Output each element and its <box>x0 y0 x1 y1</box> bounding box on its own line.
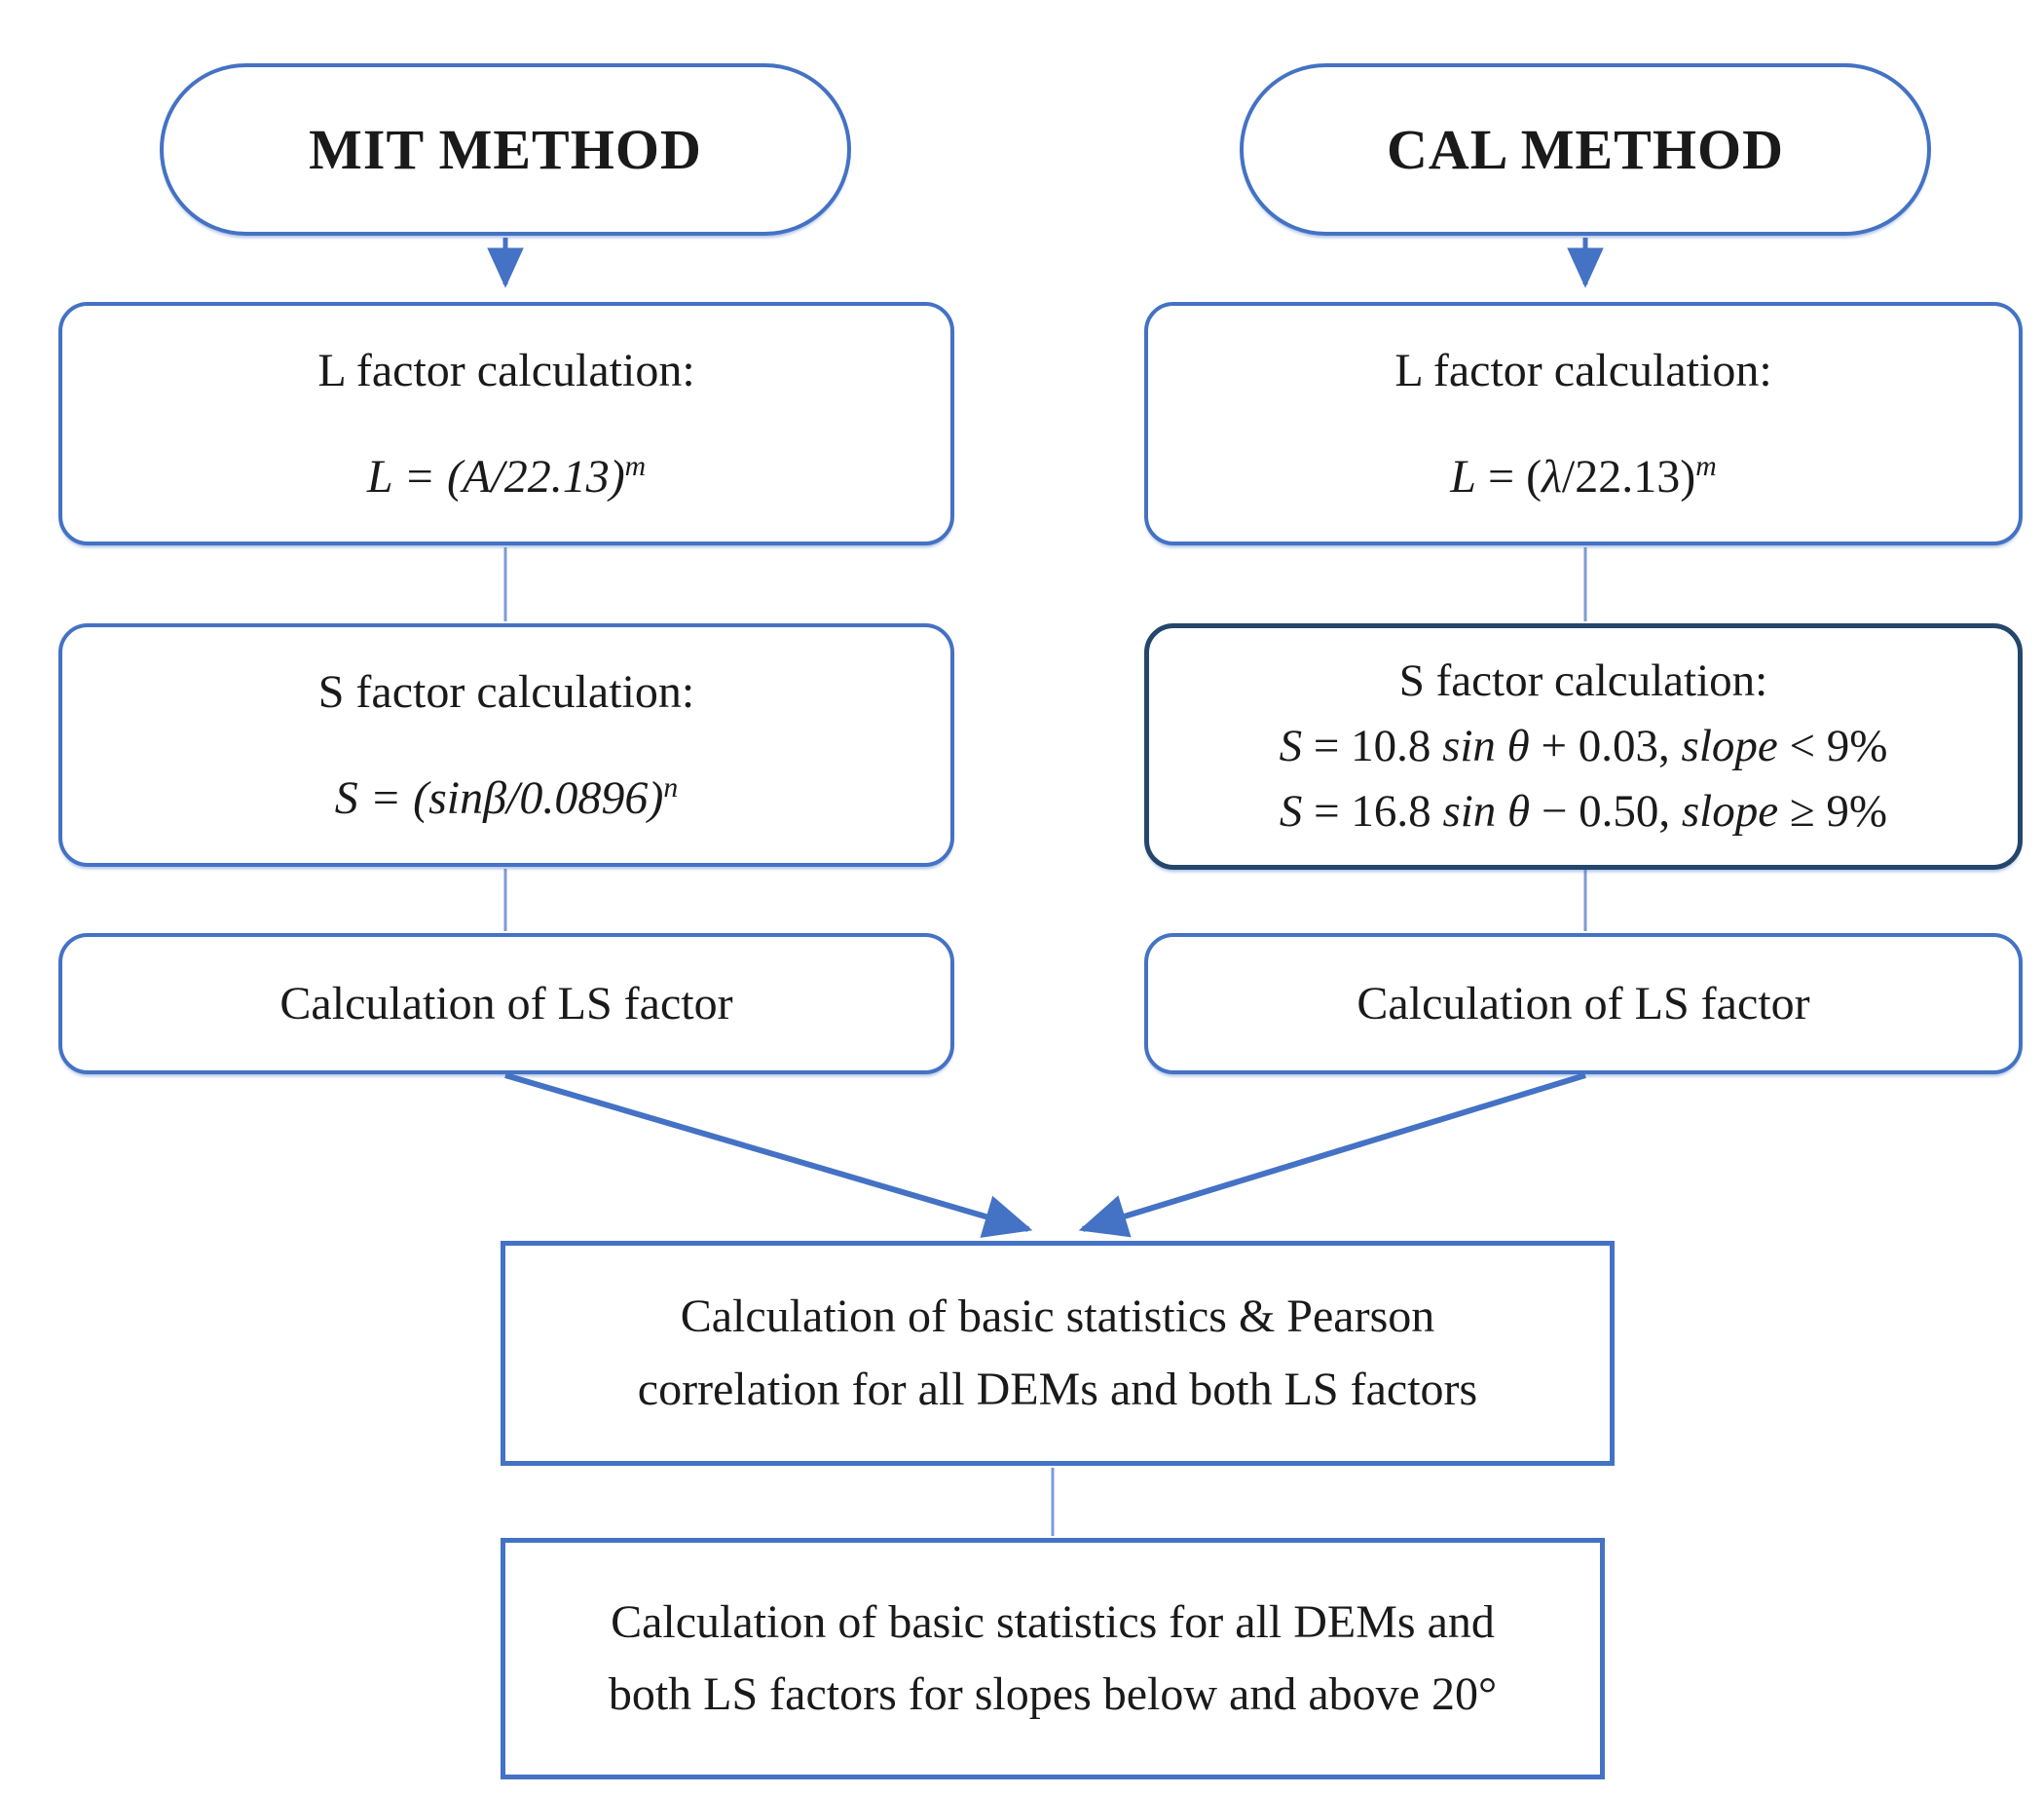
basic-statistics-pearson-line2: correlation for all DEMs and both LS fac… <box>637 1363 1478 1415</box>
basic-statistics-slopes-box: Calculation of basic statistics for all … <box>501 1538 1605 1779</box>
basic-statistics-slopes-line2: both LS factors for slopes below and abo… <box>608 1668 1498 1720</box>
cal-ls-factor-label: Calculation of LS factor <box>1356 978 1810 1029</box>
mit-l-factor-formula: L = (A/22.13)m <box>366 450 647 503</box>
basic-statistics-pearson-line1: Calculation of basic statistics & Pearso… <box>680 1290 1435 1343</box>
mit-ls-factor-box: Calculation of LS factor <box>58 933 954 1074</box>
mit-method-node: MIT METHOD <box>160 63 851 236</box>
mit-l-factor-label: L factor calculation: <box>317 345 695 396</box>
cal-s-factor-label: S factor calculation: <box>1398 655 1768 707</box>
mit-s-factor-label: S factor calculation: <box>317 666 695 718</box>
basic-statistics-pearson-box: Calculation of basic statistics & Pearso… <box>501 1241 1615 1466</box>
mit-method-title: MIT METHOD <box>309 118 702 181</box>
arrow-mit-ls-to-stats <box>504 1072 1033 1238</box>
mit-l-factor-box: L factor calculation: L = (A/22.13)m <box>58 302 954 545</box>
cal-method-title: CAL METHOD <box>1387 118 1784 181</box>
cal-ls-factor-box: Calculation of LS factor <box>1144 933 2023 1074</box>
cal-s-factor-box: S factor calculation: S = 10.8 sin θ + 0… <box>1144 623 2023 870</box>
basic-statistics-slopes-line1: Calculation of basic statistics for all … <box>611 1595 1495 1648</box>
mit-ls-factor-label: Calculation of LS factor <box>279 978 733 1029</box>
cal-s-factor-formula-slope-below-9: S = 10.8 sin θ + 0.03, slope < 9% <box>1279 721 1888 772</box>
cal-s-factor-formula-slope-above-9: S = 16.8 sin θ − 0.50, slope ≥ 9% <box>1279 785 1888 837</box>
mit-s-factor-box: S factor calculation: S = (sinβ/0.0896)n <box>58 623 954 867</box>
cal-l-factor-box: L factor calculation: L = (λ/22.13)m <box>1144 302 2023 545</box>
cal-method-node: CAL METHOD <box>1240 63 1931 236</box>
cal-l-factor-label: L factor calculation: <box>1394 345 1772 396</box>
mit-s-factor-formula: S = (sinβ/0.0896)n <box>334 771 679 824</box>
cal-l-factor-formula: L = (λ/22.13)m <box>1450 450 1717 503</box>
arrow-cal-ls-to-stats <box>1078 1072 1586 1238</box>
